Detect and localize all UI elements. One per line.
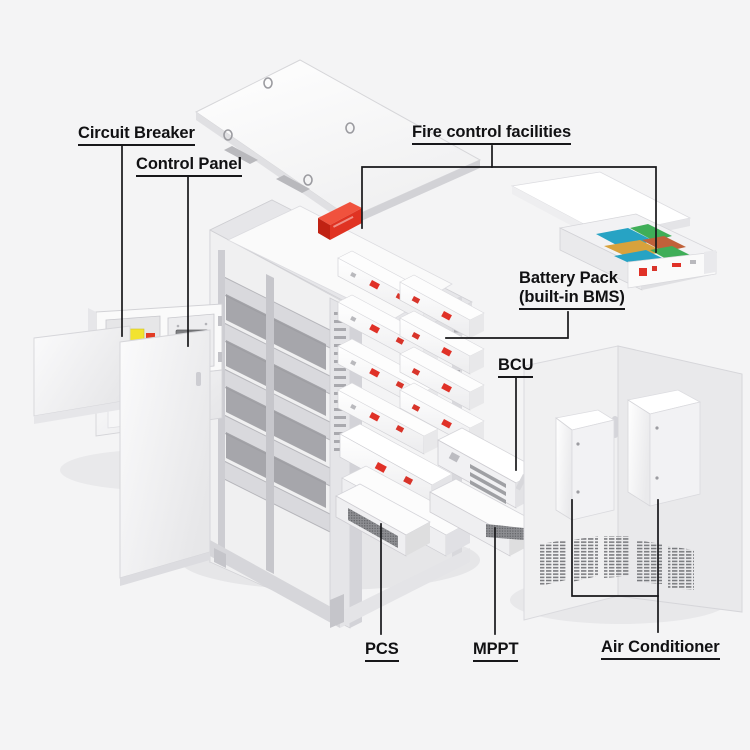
label-bcu: BCU [498,356,534,378]
label-battery-pack-line2: (built-in BMS) [519,288,625,310]
label-air-conditioner: Air Conditioner [601,638,720,660]
label-pcs-text: PCS [365,640,399,662]
air-conditioner-unit-2 [626,389,702,507]
label-fire-control-facilities: Fire control facilities [412,123,571,145]
label-mppt-text: MPPT [473,640,519,662]
label-circuit-breaker: Circuit Breaker [78,124,195,146]
lid-hinges [224,146,310,193]
label-fire-control-text: Fire control facilities [412,123,571,145]
cabinet-left-door [119,329,211,586]
pcs-drawer [335,483,431,557]
leader-battery-pack [445,311,569,339]
leader-fire-control-left [361,145,493,229]
leader-lines [121,145,659,635]
left-door-panels [33,325,131,424]
label-battery-pack: Battery Pack (built-in BMS) [519,269,625,310]
label-circuit-breaker-text: Circuit Breaker [78,124,195,146]
label-control-panel: Control Panel [136,155,242,177]
label-air-conditioner-text: Air Conditioner [601,638,720,660]
detached-battery-pack [510,171,718,291]
label-bcu-text: BCU [498,356,534,378]
cabinet-base-rails [210,540,470,628]
label-control-panel-text: Control Panel [136,155,242,177]
rack-shelves-left [218,250,331,574]
leader-fire-control-right [491,166,657,253]
label-mppt: MPPT [473,640,519,662]
label-pcs: PCS [365,640,399,662]
air-conditioner-units [555,389,702,521]
lifting-eye-bolts [223,77,355,186]
air-conditioner-unit-1 [555,409,616,521]
cabinet-top-lid [195,59,482,226]
door-vent-grilles [540,536,694,590]
fire-suppression-tube [318,202,362,240]
leader-aircon-left [571,499,659,633]
label-battery-pack-line1: Battery Pack [519,269,618,287]
